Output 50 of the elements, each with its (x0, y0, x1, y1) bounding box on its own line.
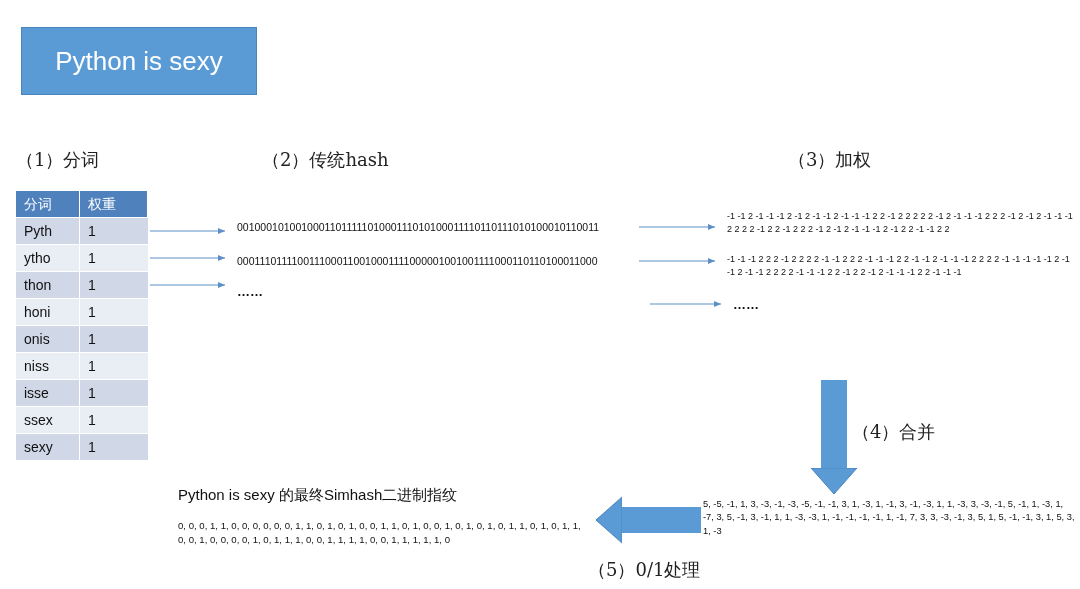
step-label: （3）加权 (788, 148, 872, 172)
summed-vector: 5, -5, -1, 1, 3, -3, -1, -3, -5, -1, -1, 3, 1, -3, 1, -1, 3, -1, -3, 1, 1, -3, 3, -3, -1, 5, -1, 1, -3, 1, -7, 3, 5, -1, 3, -1, 1, 1, -3, -3, 1, -1, -1, -1, -1, 1, -1, 7, 3, 3, -3, -1, 3, 5, 1, 5, -1, -1, 3, 1, 5, 3, 1, -3 (703, 498, 1075, 542)
word-cell: thon (16, 272, 80, 298)
table-row (16, 380, 148, 406)
table-row (16, 434, 148, 460)
block-arrow (595, 496, 701, 544)
ellipsis-text: …… (733, 296, 763, 315)
table-header-cell: 权重 (80, 191, 148, 217)
hash-code: 0001110111100111000110010001111000001001001111000110110100011000 (237, 254, 637, 270)
block-arrow (810, 380, 858, 495)
table-header-cell: 分词 (16, 191, 80, 217)
word-cell: isse (16, 380, 80, 406)
weight-cell-text: 1 (87, 330, 97, 349)
arrow (649, 301, 722, 307)
table-row (16, 326, 148, 352)
word-cell: onis (16, 326, 80, 352)
weight-cell-text: 1 (87, 276, 97, 295)
weight-cell-text: 1 (87, 357, 97, 376)
table-row (16, 353, 148, 379)
hash-code: 0010001010010001101111101000111010100011110110111010100010110011 (237, 220, 637, 236)
arrow (638, 258, 716, 264)
weight-cell-text: 1 (87, 411, 97, 430)
word-cell: ssex (16, 407, 80, 433)
weight-cell-text: 1 (87, 222, 97, 241)
weighted-vector: -1 -1 2 -1 -1 -1 2 -1 2 -1 -1 2 -1 -1 -1 2 2 -1 2 2 2 2 2 -1 2 -1 -1 -1 2 2 2 -1 2 -1 2 -1 -1 -1 2 2 2 2 -1 2 2 -1 2 2 2 -1 2 -1 2 -1 -1 -1 2 -1 2 2 -1 -1 2 2 (727, 210, 1077, 238)
arrow (149, 282, 226, 288)
table-row (16, 245, 148, 271)
fingerprint-bits: 0, 0, 0, 1, 1, 0, 0, 0, 0, 0, 0, 1, 1, 0, 1, 0, 1, 0, 0, 1, 1, 0, 1, 0, 0, 1, 0, 1, 0, 1, 0, 1, 1, 0, 1, 0, 1, 1, 0, 0, 1, 0, 0, 0, 0, 1, 0, 1, 1, 1, 0, 0, 1, 1, 1, 1, 0, 0, 1, 1, 1, 1, 1, 0 (178, 519, 582, 548)
weight-cell-text: 1 (87, 438, 97, 457)
ellipsis-text: …… (237, 283, 267, 302)
weight-cell-text: 1 (87, 384, 97, 403)
step-label: （2）传统hash (262, 148, 389, 172)
weighted-vector: -1 -1 -1 2 2 2 -1 2 2 2 2 -1 -1 2 2 2 -1 -1 -1 2 2 -1 -1 2 -1 -1 -1 2 2 2 2 -1 -1 -1 -1 -1 2 -1 -1 2 -1 -1 2 2 2 2 -1 -1 -1 2 2 -1 2 2 -1 2 -1 -1 -1 2 2 -1 -1 -1 (727, 253, 1077, 281)
word-cell: Pyth (16, 218, 80, 244)
table-row (16, 299, 148, 325)
arrow (149, 228, 226, 234)
heading-text: Python is sexy 的最终Simhash二进制指纹 (178, 486, 459, 505)
arrow (149, 255, 226, 261)
step-label: （1）分词 (16, 148, 100, 172)
word-cell: honi (16, 299, 80, 325)
table-row (16, 218, 148, 244)
arrow (638, 224, 716, 230)
weight-cell-text: 1 (87, 249, 97, 268)
word-cell: sexy (16, 434, 80, 460)
title-banner: Python is sexy (21, 27, 257, 95)
word-cell: ytho (16, 245, 80, 271)
word-cell: niss (16, 353, 80, 379)
table-row (16, 407, 148, 433)
table-row (16, 272, 148, 298)
weight-cell-text: 1 (87, 303, 97, 322)
